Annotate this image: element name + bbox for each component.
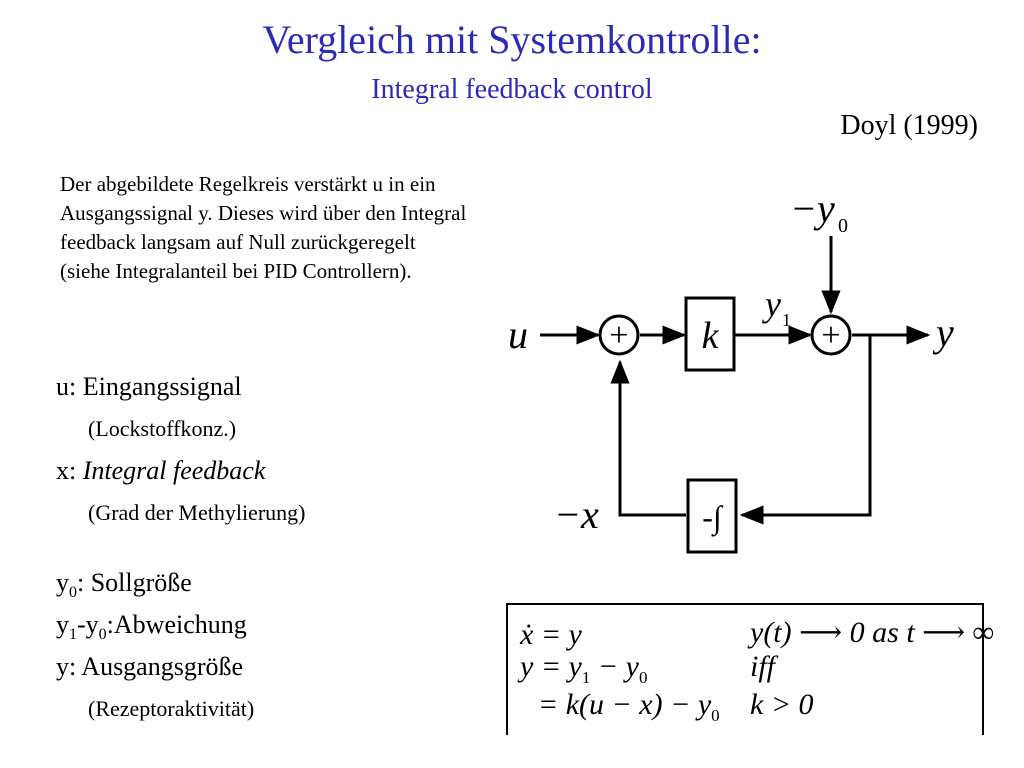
condition-limit: y(t) ⟶ 0 as t ⟶ ∞ <box>750 616 995 649</box>
output-label: y <box>932 310 954 355</box>
intermediate-sub: 1 <box>782 310 791 330</box>
description-paragraph: Der abgebildete Regelkreis verstärkt u i… <box>60 170 620 286</box>
definition-y0-label: : Sollgröße <box>77 568 192 597</box>
condition-iff: iff <box>750 650 776 683</box>
definition-deviation-mid: -y <box>77 610 99 639</box>
sum1-symbol: + <box>609 317 628 354</box>
definition-y-note: (Rezeptoraktivität) <box>88 696 255 721</box>
equation-2-sub2: 0 <box>638 668 648 687</box>
description-line: Ausgangssignal y. Dieses wird über den I… <box>60 201 467 225</box>
definitions-lower: y0: Sollgröße y1-y0:Abweichung y: Ausgan… <box>56 562 254 730</box>
gain-label: k <box>702 315 720 357</box>
equation-2-sub1: 1 <box>581 668 591 687</box>
definition-y0-sub: 0 <box>69 584 77 602</box>
definition-y0: y0: Sollgröße <box>56 562 254 604</box>
definition-deviation: y1-y0:Abweichung <box>56 604 254 646</box>
feedback-line-right <box>739 335 872 525</box>
definitions-upper: u: Eingangssignal (Lockstoffkonz.) x: In… <box>56 366 305 534</box>
page-title: Vergleich mit Systemkontrolle: <box>262 17 762 62</box>
definition-u-note: (Lockstoffkonz.) <box>88 416 237 441</box>
setpoint-sub: 0 <box>838 215 848 237</box>
definition-x-label: Integral feedback <box>82 456 266 485</box>
feedback-line-left <box>610 359 686 517</box>
citation: Doyl (1999) <box>840 110 978 141</box>
definition-y0-prefix: y <box>56 568 69 597</box>
definition-x-prefix: x: <box>56 456 83 485</box>
sum2-symbol: + <box>821 317 840 354</box>
definition-deviation-label: :Abweichung <box>106 610 247 639</box>
block-diagram: + + k -∫ u y −y 0 y 1 −x <box>508 186 954 554</box>
setpoint-label: −y <box>790 186 835 231</box>
definition-u: u: Eingangssignal <box>56 372 242 401</box>
equation-3-a: = k(u − x) − y <box>538 688 712 721</box>
description-line: feedback langsam auf Null zurückgeregelt <box>60 230 416 254</box>
definition-x: x: Integral feedback <box>56 450 305 492</box>
description-line: Der abgebildete Regelkreis verstärkt u i… <box>60 172 436 196</box>
definition-y: y: Ausgangsgröße <box>56 652 244 681</box>
condition-k-positive: k > 0 <box>750 688 814 721</box>
equation-3-sub: 0 <box>711 706 720 725</box>
description-line: (siehe Integralanteil bei PID Controller… <box>60 259 412 283</box>
definition-x-note: (Grad der Methylierung) <box>88 500 306 525</box>
equation-2-a: y = y <box>520 650 582 683</box>
equation-1: ẋ = y <box>520 618 582 651</box>
page-subtitle: Integral feedback control <box>371 74 653 105</box>
gain-block <box>684 296 736 372</box>
intermediate-label: y <box>762 284 781 324</box>
sum-junction-1 <box>598 314 640 356</box>
definition-deviation-a: y <box>56 610 69 639</box>
sum-junction-2 <box>810 314 852 356</box>
definition-deviation-a-sub: 1 <box>69 626 77 644</box>
integrator-label: -∫ <box>702 499 724 537</box>
feedback-label: −x <box>554 492 599 537</box>
definition-deviation-b-sub: 0 <box>98 626 107 644</box>
equation-3: = k(u − x) − y0 <box>538 689 720 732</box>
equation-2: y = y1 − y0 <box>520 651 647 694</box>
input-label: u <box>508 312 528 357</box>
equation-2-b: − y <box>590 650 639 683</box>
integrator-block <box>686 478 738 554</box>
equations-box: ẋ = y y = y1 − y0 = k(u − x) − y0 y(t) ⟶… <box>506 603 994 735</box>
